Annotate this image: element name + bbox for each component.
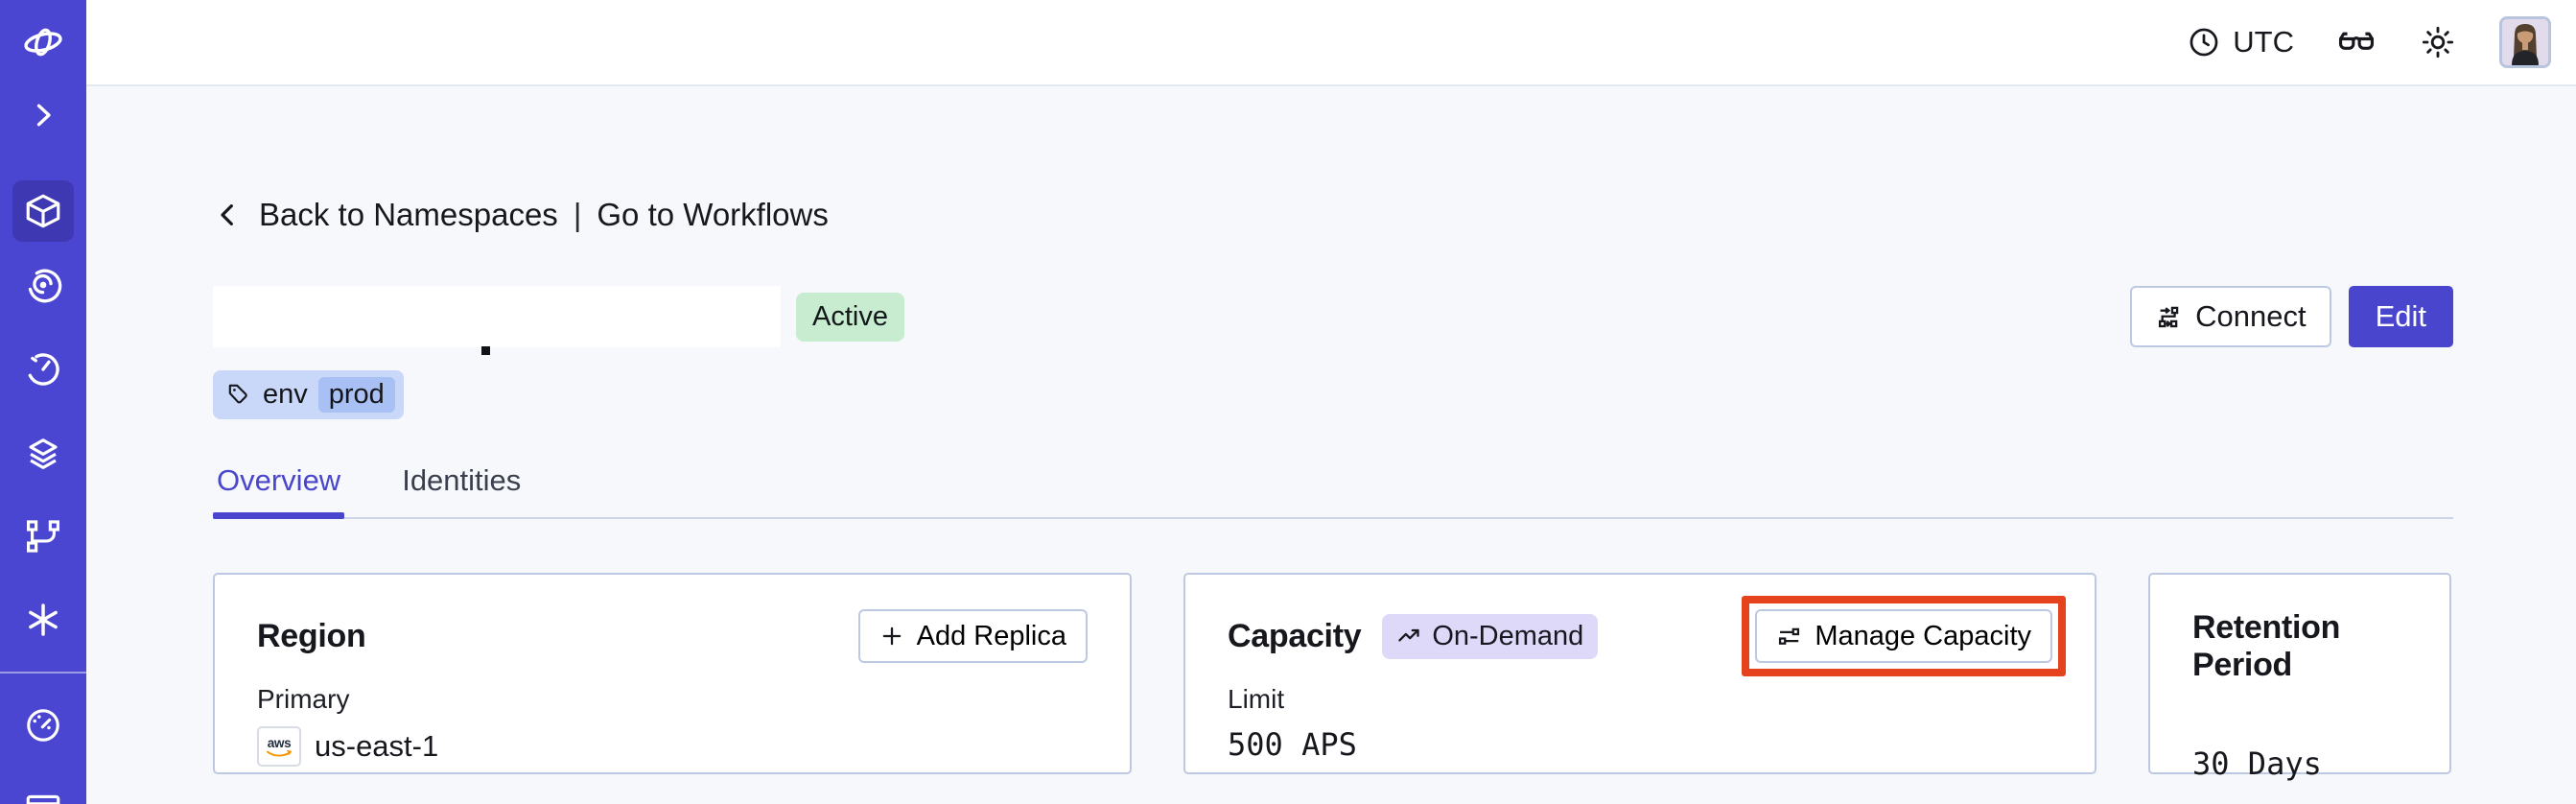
batch-branch-icon xyxy=(27,520,59,553)
capacity-card: Capacity On-Demand xyxy=(1183,573,2096,774)
back-to-namespaces-link[interactable]: Back to Namespaces xyxy=(259,197,558,232)
tab-bar: Overview Identities xyxy=(213,463,2453,519)
sidebar-item-usage[interactable] xyxy=(12,695,74,756)
svg-text:aws: aws xyxy=(268,736,292,750)
primary-label: Primary xyxy=(257,684,350,714)
sidebar-item-schedules[interactable] xyxy=(12,339,74,400)
theme-toggle[interactable] xyxy=(2419,23,2457,61)
manage-capacity-label: Manage Capacity xyxy=(1815,620,2031,651)
connect-button[interactable]: Connect xyxy=(2130,286,2331,347)
go-to-workflows-link[interactable]: Go to Workflows xyxy=(597,197,829,232)
sliders-icon xyxy=(1779,627,1800,645)
breadcrumb: Back to Namespaces | Go to Workflows xyxy=(213,197,2453,233)
namespace-title-row: Active Connect Edit xyxy=(213,286,2453,355)
aws-logo: aws xyxy=(257,726,301,767)
timezone-label: UTC xyxy=(2233,25,2294,59)
sidebar-item-namespaces[interactable] xyxy=(12,180,74,242)
region-card-title: Region xyxy=(257,617,366,654)
main-content: Back to Namespaces | Go to Workflows Act… xyxy=(86,86,2576,804)
glasses-icon xyxy=(2338,32,2375,50)
retention-card: Retention Period 30 Days xyxy=(2148,573,2451,782)
billing-card-icon xyxy=(26,794,60,804)
plus-icon xyxy=(882,627,901,646)
add-replica-button[interactable]: Add Replica xyxy=(857,609,1088,663)
connect-flow-icon xyxy=(2159,306,2179,328)
sidebar-item-deployments[interactable] xyxy=(12,422,74,484)
labs-toggle[interactable] xyxy=(2336,22,2377,62)
namespace-title-redacted xyxy=(213,286,781,355)
clock-icon xyxy=(2190,28,2218,57)
usage-gauge-icon xyxy=(27,709,59,742)
env-tag: env prod xyxy=(213,370,404,419)
namespace-tags: env prod xyxy=(213,370,2453,419)
namespaces-cube-icon xyxy=(26,194,60,228)
sidebar-divider xyxy=(0,672,86,674)
connect-label: Connect xyxy=(2195,299,2307,333)
workflows-spiral-icon xyxy=(28,269,62,303)
sidebar-item-nexus[interactable] xyxy=(12,589,74,650)
limit-label: Limit xyxy=(1228,684,1285,714)
nexus-asterisk-icon xyxy=(29,603,58,636)
limit-value: 500 APS xyxy=(1228,726,1357,763)
on-demand-badge: On-Demand xyxy=(1382,613,1599,659)
manage-capacity-button[interactable]: Manage Capacity xyxy=(1755,609,2052,663)
temporal-logo-icon[interactable] xyxy=(12,12,74,73)
sidebar xyxy=(0,0,86,804)
region-value: us-east-1 xyxy=(315,729,439,763)
schedules-clock-icon xyxy=(27,353,59,386)
tag-icon xyxy=(228,384,247,404)
capacity-card-title: Capacity xyxy=(1228,617,1362,654)
add-replica-label: Add Replica xyxy=(916,620,1066,651)
avatar-image xyxy=(2502,19,2548,65)
summary-cards: Region Add Replica Primary aws xyxy=(213,573,2453,782)
sidebar-item-billing[interactable] xyxy=(12,777,74,804)
user-avatar[interactable] xyxy=(2499,16,2551,68)
expand-chevron-icon[interactable] xyxy=(12,84,74,146)
deployments-layers-icon xyxy=(29,438,58,469)
region-card: Region Add Replica Primary aws xyxy=(213,573,1132,774)
sidebar-item-batch-operations[interactable] xyxy=(12,506,74,567)
retention-card-title: Retention Period xyxy=(2192,609,2341,683)
tab-identities[interactable]: Identities xyxy=(402,463,522,497)
sun-icon xyxy=(2422,26,2454,59)
retention-value: 30 Days xyxy=(2192,745,2322,782)
title-dot xyxy=(481,346,490,355)
topbar: UTC xyxy=(86,0,2576,86)
tag-value: prod xyxy=(317,377,395,413)
sidebar-item-workflows[interactable] xyxy=(12,254,74,316)
edit-label: Edit xyxy=(2375,299,2426,333)
edit-button[interactable]: Edit xyxy=(2348,286,2453,347)
chevron-left-icon[interactable] xyxy=(213,200,244,230)
trending-up-icon xyxy=(1398,628,1419,642)
timezone-selector[interactable]: UTC xyxy=(2187,25,2294,59)
tag-key: env xyxy=(263,379,308,410)
on-demand-label: On-Demand xyxy=(1432,620,1584,651)
breadcrumb-separator: | xyxy=(573,197,582,232)
status-badge: Active xyxy=(796,292,904,342)
tab-overview[interactable]: Overview xyxy=(213,463,345,519)
